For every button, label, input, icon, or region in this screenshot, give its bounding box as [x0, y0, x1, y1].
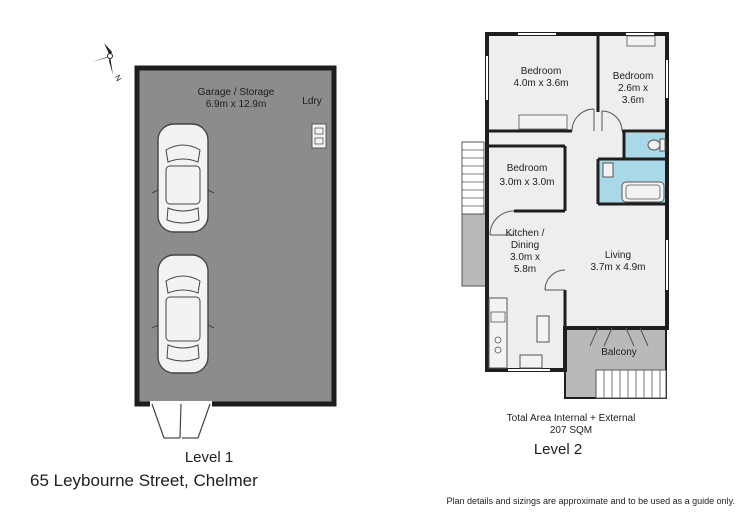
door-swings	[489, 108, 649, 347]
stairs	[461, 141, 485, 215]
level2-caption: Level 2	[534, 441, 582, 458]
compass-icon	[92, 43, 123, 75]
stairs	[595, 369, 667, 399]
kitchen-size-line2: 5.8m	[514, 264, 536, 275]
bedroom2-size-line1: 2.6m x	[618, 83, 648, 94]
bedroom2-name: Bedroom	[613, 71, 654, 82]
compass-north-letter: N	[113, 73, 124, 83]
disclaimer: Plan details and sizings are approximate…	[446, 496, 735, 506]
landing	[461, 213, 487, 287]
living-size: 3.7m x 4.9m	[590, 262, 645, 273]
bedroom1-name: Bedroom	[521, 66, 562, 77]
kitchen-name-line1: Kitchen /	[506, 228, 545, 239]
bedroom3-name: Bedroom	[507, 163, 548, 174]
total-area-line1: Total Area Internal + External	[507, 413, 636, 424]
level1-caption: Level 1	[185, 449, 233, 466]
laundry-tub-icon	[311, 123, 327, 149]
bathtub-icon	[621, 181, 665, 203]
total-area-line2: 207 SQM	[550, 425, 592, 436]
car-icon	[151, 123, 215, 233]
wardrobe-icon	[626, 35, 656, 47]
garage-door	[150, 401, 212, 439]
bedroom3-size: 3.0m x 3.0m	[499, 177, 554, 188]
laundry-label: Ldry	[302, 96, 321, 107]
kitchen-name-line2: Dining	[511, 240, 539, 251]
address: 65 Leybourne Street, Chelmer	[30, 471, 258, 490]
toilet-icon	[647, 138, 666, 152]
windows	[486, 33, 668, 371]
living-name: Living	[605, 250, 631, 261]
interior-walls	[487, 34, 667, 328]
kitchen-bench	[488, 297, 550, 369]
bedroom1-size: 4.0m x 3.6m	[513, 78, 568, 89]
kitchen-size-line1: 3.0m x	[510, 252, 540, 263]
car-icon	[151, 254, 215, 374]
balcony-label: Balcony	[601, 347, 637, 358]
garage-size: 6.9m x 12.9m	[206, 99, 267, 110]
bedroom2-size-line2: 3.6m	[622, 95, 644, 106]
wardrobe-icon	[518, 114, 568, 130]
vanity-icon	[602, 162, 614, 178]
garage-name: Garage / Storage	[198, 87, 275, 98]
